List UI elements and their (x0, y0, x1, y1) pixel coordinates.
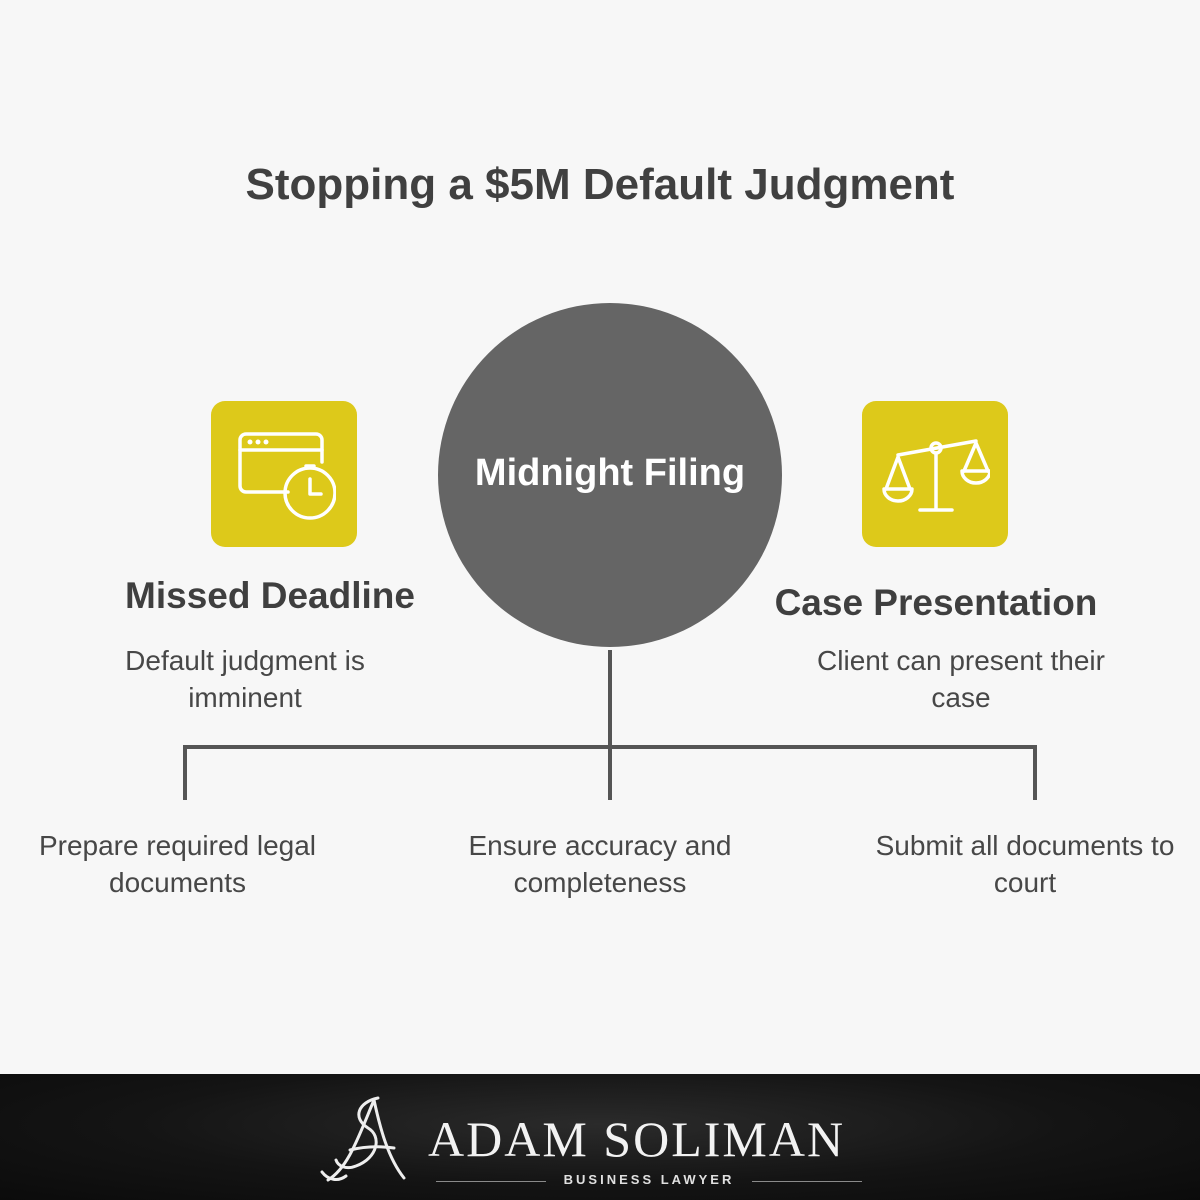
monogram-logo-icon (320, 1096, 406, 1182)
case-presentation-heading: Case Presentation (774, 582, 1098, 623)
missed-deadline-heading: Missed Deadline (125, 575, 415, 616)
case-presentation-icon-box (862, 401, 1008, 547)
footer-banner (0, 1074, 1200, 1200)
step-prepare-documents: Prepare required legal documents (38, 830, 317, 898)
step-submit-documents: Submit all documents to court (875, 830, 1175, 898)
step-ensure-accuracy: Ensure accuracy and completeness (468, 830, 732, 898)
center-circle: Midnight Filing (438, 303, 782, 647)
brand-rule-right (752, 1181, 862, 1182)
scales-of-justice-icon (882, 439, 990, 512)
calendar-clock-icon (238, 432, 336, 520)
brand-tagline: BUSINESS LAWYER (563, 1172, 735, 1187)
brand-name: ADAM SOLIMAN (428, 1111, 846, 1167)
page-title: Stopping a $5M Default Judgment (245, 160, 955, 209)
missed-deadline-description: Default judgment is imminent (125, 645, 365, 713)
missed-deadline-icon-box (211, 401, 357, 547)
center-label: Midnight Filing (474, 451, 746, 494)
brand-rule-left (436, 1181, 546, 1182)
case-presentation-description: Client can present their case (817, 645, 1105, 713)
